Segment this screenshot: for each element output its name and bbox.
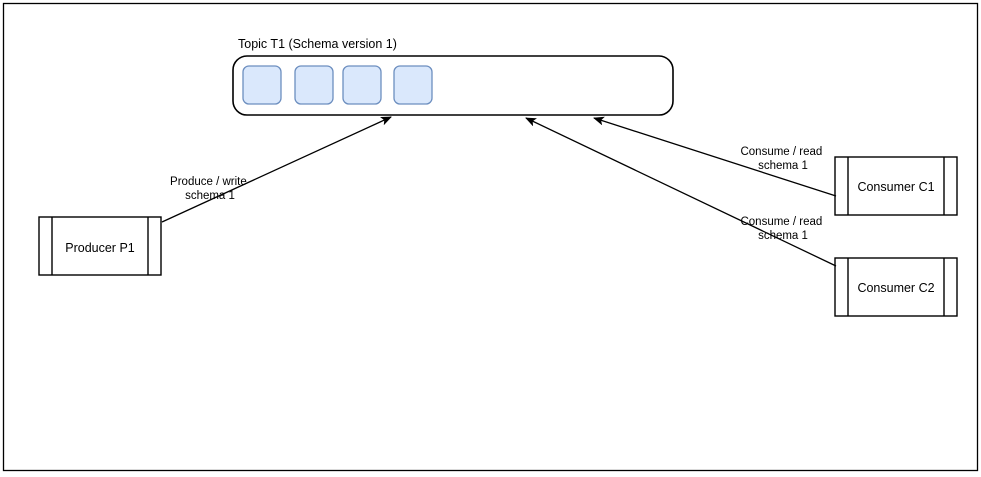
topic-message-1[interactable] — [242, 65, 282, 105]
edge-consume-c2-label: Consume / read schema 1 — [740, 216, 825, 242]
topic-message-4[interactable] — [393, 65, 433, 105]
edge-produce-label: Produce / write schema 1 — [170, 176, 250, 202]
edge-consume-c2-to-topic[interactable]: Consume / read schema 1 — [525, 117, 837, 267]
edge-produce-label-line2: schema 1 — [185, 190, 235, 202]
consumer-c2-label: Consumer C2 — [857, 281, 934, 295]
edge-consume-c2-line[interactable] — [525, 117, 837, 267]
consumer-c1-label: Consumer C1 — [857, 180, 934, 194]
producer-p1-box[interactable] — [38, 216, 162, 276]
producer-p1-label: Producer P1 — [65, 241, 135, 255]
producer-p1-node[interactable]: Producer P1 — [38, 216, 162, 276]
edge-produce-p1-to-topic[interactable]: Produce / write schema 1 — [161, 116, 392, 223]
edge-consume-c1-label-line2: schema 1 — [758, 160, 808, 172]
topic-title: Topic T1 (Schema version 1) — [238, 37, 397, 51]
edge-consume-c1-to-topic[interactable]: Consume / read schema 1 — [593, 116, 837, 197]
consumer-c1-node[interactable]: Consumer C1 — [834, 156, 958, 216]
topic-message-3[interactable] — [342, 65, 382, 105]
consumer-c2-box[interactable] — [834, 257, 958, 317]
edge-produce-line[interactable] — [161, 116, 392, 223]
edge-consume-c2-label-line2: schema 1 — [758, 230, 808, 242]
edge-consume-c1-label-line1: Consume / read — [740, 146, 822, 158]
edge-produce-label-line1: Produce / write — [170, 176, 247, 188]
edge-consume-c2-label-line1: Consume / read — [740, 216, 822, 228]
topic-message-2[interactable] — [294, 65, 334, 105]
topic-group[interactable]: Topic T1 (Schema version 1) — [232, 37, 674, 116]
consumer-c2-node[interactable]: Consumer C2 — [834, 257, 958, 317]
edge-consume-c1-line[interactable] — [593, 116, 837, 197]
edge-consume-c1-label: Consume / read schema 1 — [740, 146, 825, 172]
consumer-c1-box[interactable] — [834, 156, 958, 216]
